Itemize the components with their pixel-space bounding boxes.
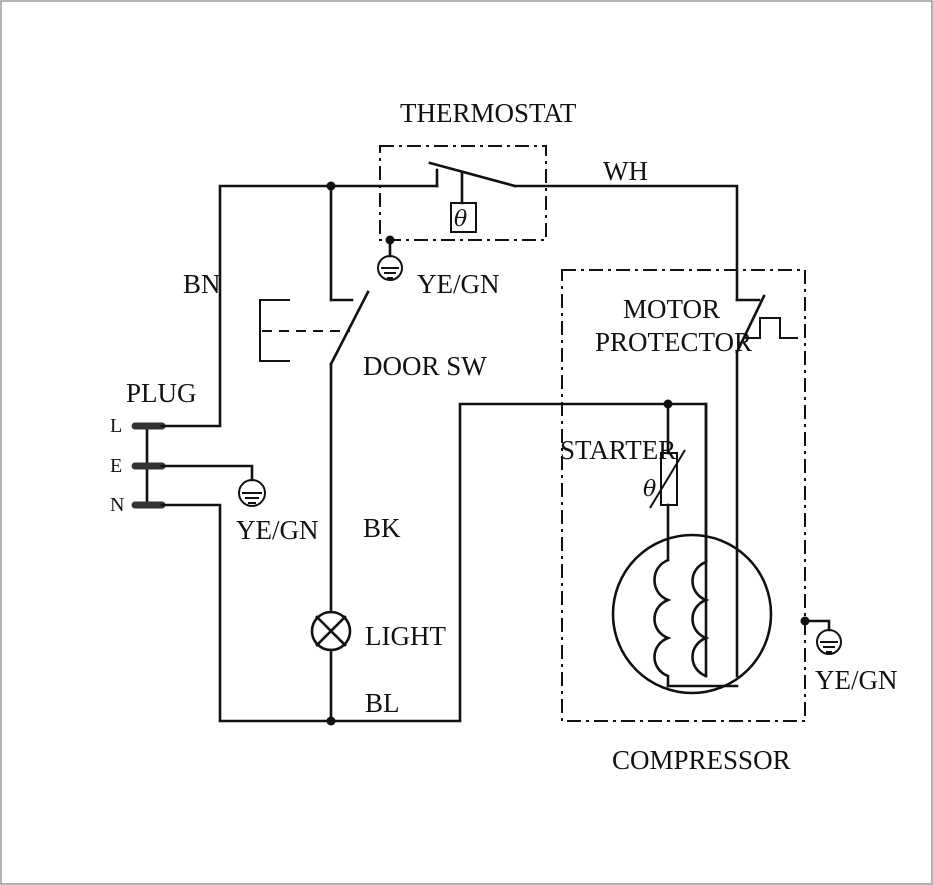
thermostat-earth-symbol	[377, 255, 403, 281]
light-lamp	[310, 610, 352, 652]
label-bn: BN	[183, 269, 221, 299]
starter-theta-symbol: θ	[643, 477, 656, 502]
label-pin-l: L	[110, 415, 122, 437]
label-ye-gn-thermostat: YE/GN	[417, 269, 500, 299]
label-bl: BL	[365, 688, 400, 718]
label-wh: WH	[603, 156, 648, 186]
label-thermostat: THERMOSTAT	[400, 98, 577, 128]
compressor-housing	[561, 269, 806, 722]
door-switch	[259, 184, 370, 366]
bn-wire	[160, 184, 439, 428]
label-protector: PROTECTOR	[595, 327, 752, 357]
junction-dot	[385, 235, 395, 245]
compressor-motor	[611, 402, 773, 695]
label-ye-gn-compressor: YE/GN	[815, 665, 898, 695]
plug	[131, 422, 166, 509]
motor-protector	[735, 294, 798, 354]
thermostat-housing	[379, 145, 547, 241]
run-winding	[691, 558, 710, 678]
thermostat-sensor	[450, 202, 477, 233]
label-light: LIGHT	[365, 621, 446, 651]
junction-dot	[326, 716, 336, 726]
plug-earth-symbol	[160, 464, 266, 507]
door-switch-actuator	[259, 299, 290, 362]
junction-dot	[663, 399, 673, 409]
compressor-earth-symbol	[803, 619, 842, 655]
starter: θ	[643, 402, 686, 562]
label-bk: BK	[363, 513, 401, 543]
wh-wire	[513, 184, 739, 302]
thermostat-theta-symbol: θ	[454, 207, 467, 232]
junction-dot	[326, 181, 336, 191]
label-plug: PLUG	[126, 378, 197, 408]
junction-dot	[800, 616, 810, 626]
label-pin-n: N	[110, 494, 124, 516]
label-ye-gn-plug: YE/GN	[236, 515, 319, 545]
label-door-sw: DOOR SW	[363, 351, 487, 381]
label-compressor: COMPRESSOR	[612, 745, 791, 775]
thermostat: θ	[379, 145, 547, 258]
label-pin-e: E	[110, 455, 122, 477]
start-winding	[653, 558, 672, 688]
label-motor: MOTOR	[623, 294, 720, 324]
label-starter: STARTER	[560, 435, 676, 465]
